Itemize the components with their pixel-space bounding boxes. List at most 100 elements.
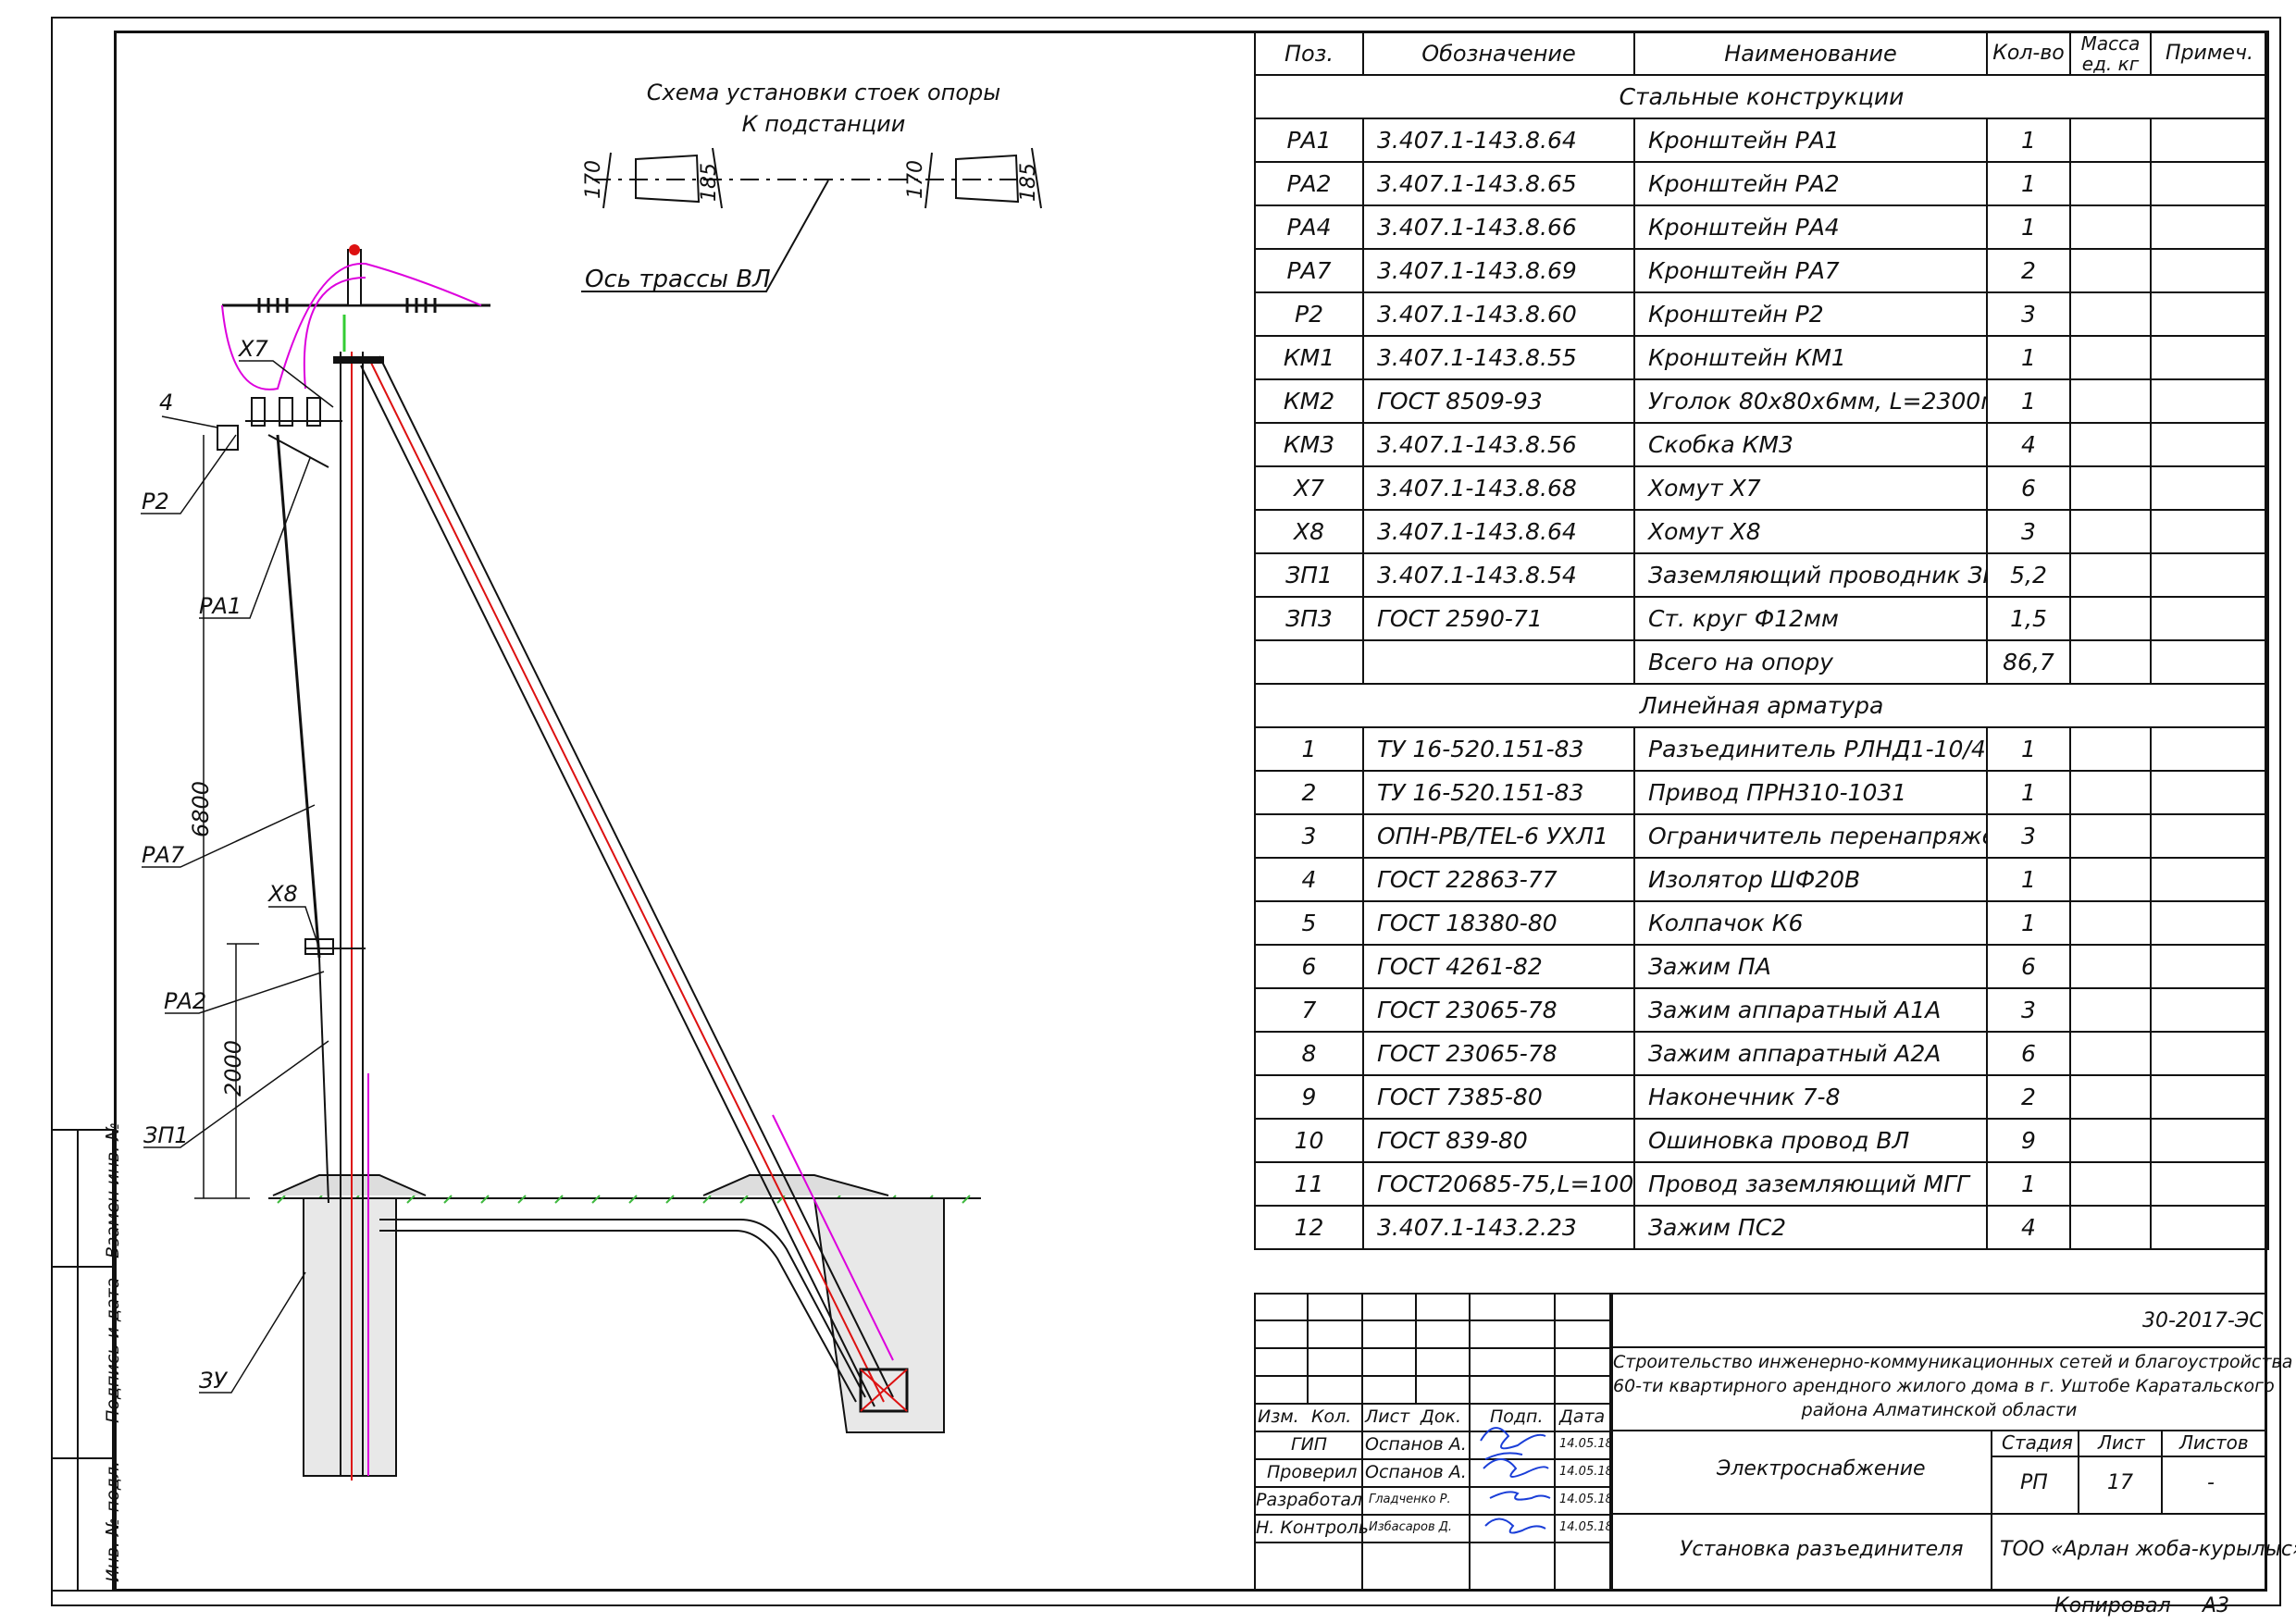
strut-bracket: [859, 1368, 909, 1413]
spec-primech: [2150, 900, 2269, 946]
tb-r3-name: Гладченко Р.: [1369, 1493, 1451, 1506]
tb-code: 30-2017-ЭС: [2142, 1309, 2264, 1332]
spec-naimenovanie: Заземляющий проводник ЗП1: [1633, 552, 1988, 598]
tb-hdr-kol: Кол.: [1311, 1406, 1352, 1427]
callout-p2: Р2: [142, 489, 169, 514]
spec-kolvo: 1: [1986, 770, 2071, 815]
spec-naimenovanie: Провод заземляющий МГГ: [1633, 1161, 1988, 1207]
spec-poz: РА4: [1254, 204, 1364, 250]
spec-massa: [2069, 465, 2152, 511]
tb-r1-name: Оспанов А.: [1365, 1434, 1467, 1455]
dim-170-left: 170: [582, 160, 605, 199]
spec-kolvo: 1: [1986, 204, 2071, 250]
spec-massa: [2069, 726, 2152, 772]
spec-naimenovanie: Наконечник 7-8: [1633, 1074, 1988, 1120]
callout-pa1: РА1: [199, 593, 242, 619]
spec-poz: 6: [1254, 944, 1364, 989]
spec-oboznachenie: 3.407.1-143.8.60: [1362, 291, 1635, 337]
spec-primech: [2150, 944, 2269, 989]
spec-section-title: Стальные конструкции: [1254, 74, 2269, 119]
spec-oboznachenie: [1362, 639, 1635, 685]
spec-poz: 2: [1254, 770, 1364, 815]
dim-185-right: 185: [1017, 163, 1040, 202]
main-pole: [340, 352, 369, 1481]
spec-kolvo: 9: [1986, 1118, 2071, 1163]
spec-primech: [2150, 204, 2269, 250]
spec-poz: 4: [1254, 857, 1364, 902]
spec-oboznachenie: 3.407.1-143.8.56: [1362, 422, 1635, 467]
spec-naimenovanie: Зажим ПА: [1633, 944, 1988, 989]
spec-kolvo: 5,2: [1986, 552, 2071, 598]
spec-kolvo: 1: [1986, 335, 2071, 380]
spec-massa: [2069, 987, 2152, 1033]
spec-primech: [2150, 726, 2269, 772]
tb-hdr-izm: Изм.: [1258, 1406, 1299, 1427]
spec-primech: [2150, 1205, 2269, 1250]
spec-naimenovanie: Скобка КМ3: [1633, 422, 1988, 467]
spec-primech: [2150, 1161, 2269, 1207]
mound-left: [272, 1174, 427, 1196]
tb-stage: РП: [2020, 1471, 2048, 1494]
spec-poz: Х7: [1254, 465, 1364, 511]
strut-pole: [360, 355, 894, 1407]
spec-kolvo: 3: [1986, 291, 2071, 337]
callout-zp1: ЗП1: [143, 1122, 189, 1148]
tb-project-line-2: 60-ти квартирного арендного жилого дома …: [1613, 1376, 2275, 1396]
pit-left: [303, 1197, 397, 1477]
spec-naimenovanie: Кронштейн РА1: [1633, 118, 1988, 163]
spec-section-row: Стальные конструкции: [1254, 74, 2269, 119]
spec-massa: [2069, 639, 2152, 685]
spec-kolvo: 2: [1986, 1074, 2071, 1120]
tb-sheets: -: [2207, 1471, 2215, 1494]
drive-handle: [304, 938, 334, 955]
tb-sheet: 17: [2107, 1471, 2133, 1494]
spec-massa: [2069, 118, 2152, 163]
spec-header-row: Поз. Обозначение Наименование Кол-во Мас…: [1254, 31, 2269, 76]
tb-stage-h: Стадия: [2002, 1431, 2073, 1454]
spec-kolvo: 4: [1986, 422, 2071, 467]
spec-oboznachenie: ГОСТ 7385-80: [1362, 1074, 1635, 1120]
spec-kolvo: 86,7: [1986, 639, 2071, 685]
spec-primech: [2150, 118, 2269, 163]
spec-naimenovanie: Зажим аппаратный А2А: [1633, 1031, 1988, 1076]
spec-kolvo: 6: [1986, 944, 2071, 989]
spec-massa: [2069, 857, 2152, 902]
plan-left-pole: [592, 147, 925, 209]
tb-hdr-data: Дата: [1559, 1406, 1606, 1427]
side-inv: Инв. № подл.: [103, 1460, 123, 1582]
spec-massa: [2069, 1074, 2152, 1120]
spec-kolvo: 4: [1986, 1205, 2071, 1250]
spec-massa: [2069, 1205, 2152, 1250]
spec-oboznachenie: ГОСТ 8509-93: [1362, 378, 1635, 424]
spec-primech: [2150, 509, 2269, 554]
mound-right: [702, 1174, 889, 1196]
tb-hdr-dok: Док.: [1421, 1406, 1461, 1427]
dim-2000: 2000: [220, 1040, 246, 1096]
spec-massa: [2069, 813, 2152, 859]
spec-oboznachenie: ГОСТ 23065-78: [1362, 1031, 1635, 1076]
plan-right-pole: [925, 147, 1042, 209]
copied-label: Копировал: [2054, 1594, 2171, 1617]
spec-kolvo: 2: [1986, 248, 2071, 293]
spec-oboznachenie: ГОСТ 2590-71: [1362, 596, 1635, 641]
spec-oboznachenie: 3.407.1-143.8.68: [1362, 465, 1635, 511]
spec-naimenovanie: Зажим аппаратный А1А: [1633, 987, 1988, 1033]
spec-poz: РА7: [1254, 248, 1364, 293]
dim-170-right: 170: [904, 160, 927, 199]
tb-r4-name: Избасаров Д.: [1369, 1520, 1453, 1534]
spec-poz: Х8: [1254, 509, 1364, 554]
callout-x8: Х8: [267, 881, 298, 907]
tb-sheet-h: Лист: [2098, 1431, 2145, 1454]
hdr-poz: Поз.: [1254, 31, 1364, 76]
spec-oboznachenie: ТУ 16-520.151-83: [1362, 770, 1635, 815]
spec-oboznachenie: 3.407.1-143.8.69: [1362, 248, 1635, 293]
spec-naimenovanie: Хомут Х7: [1633, 465, 1988, 511]
